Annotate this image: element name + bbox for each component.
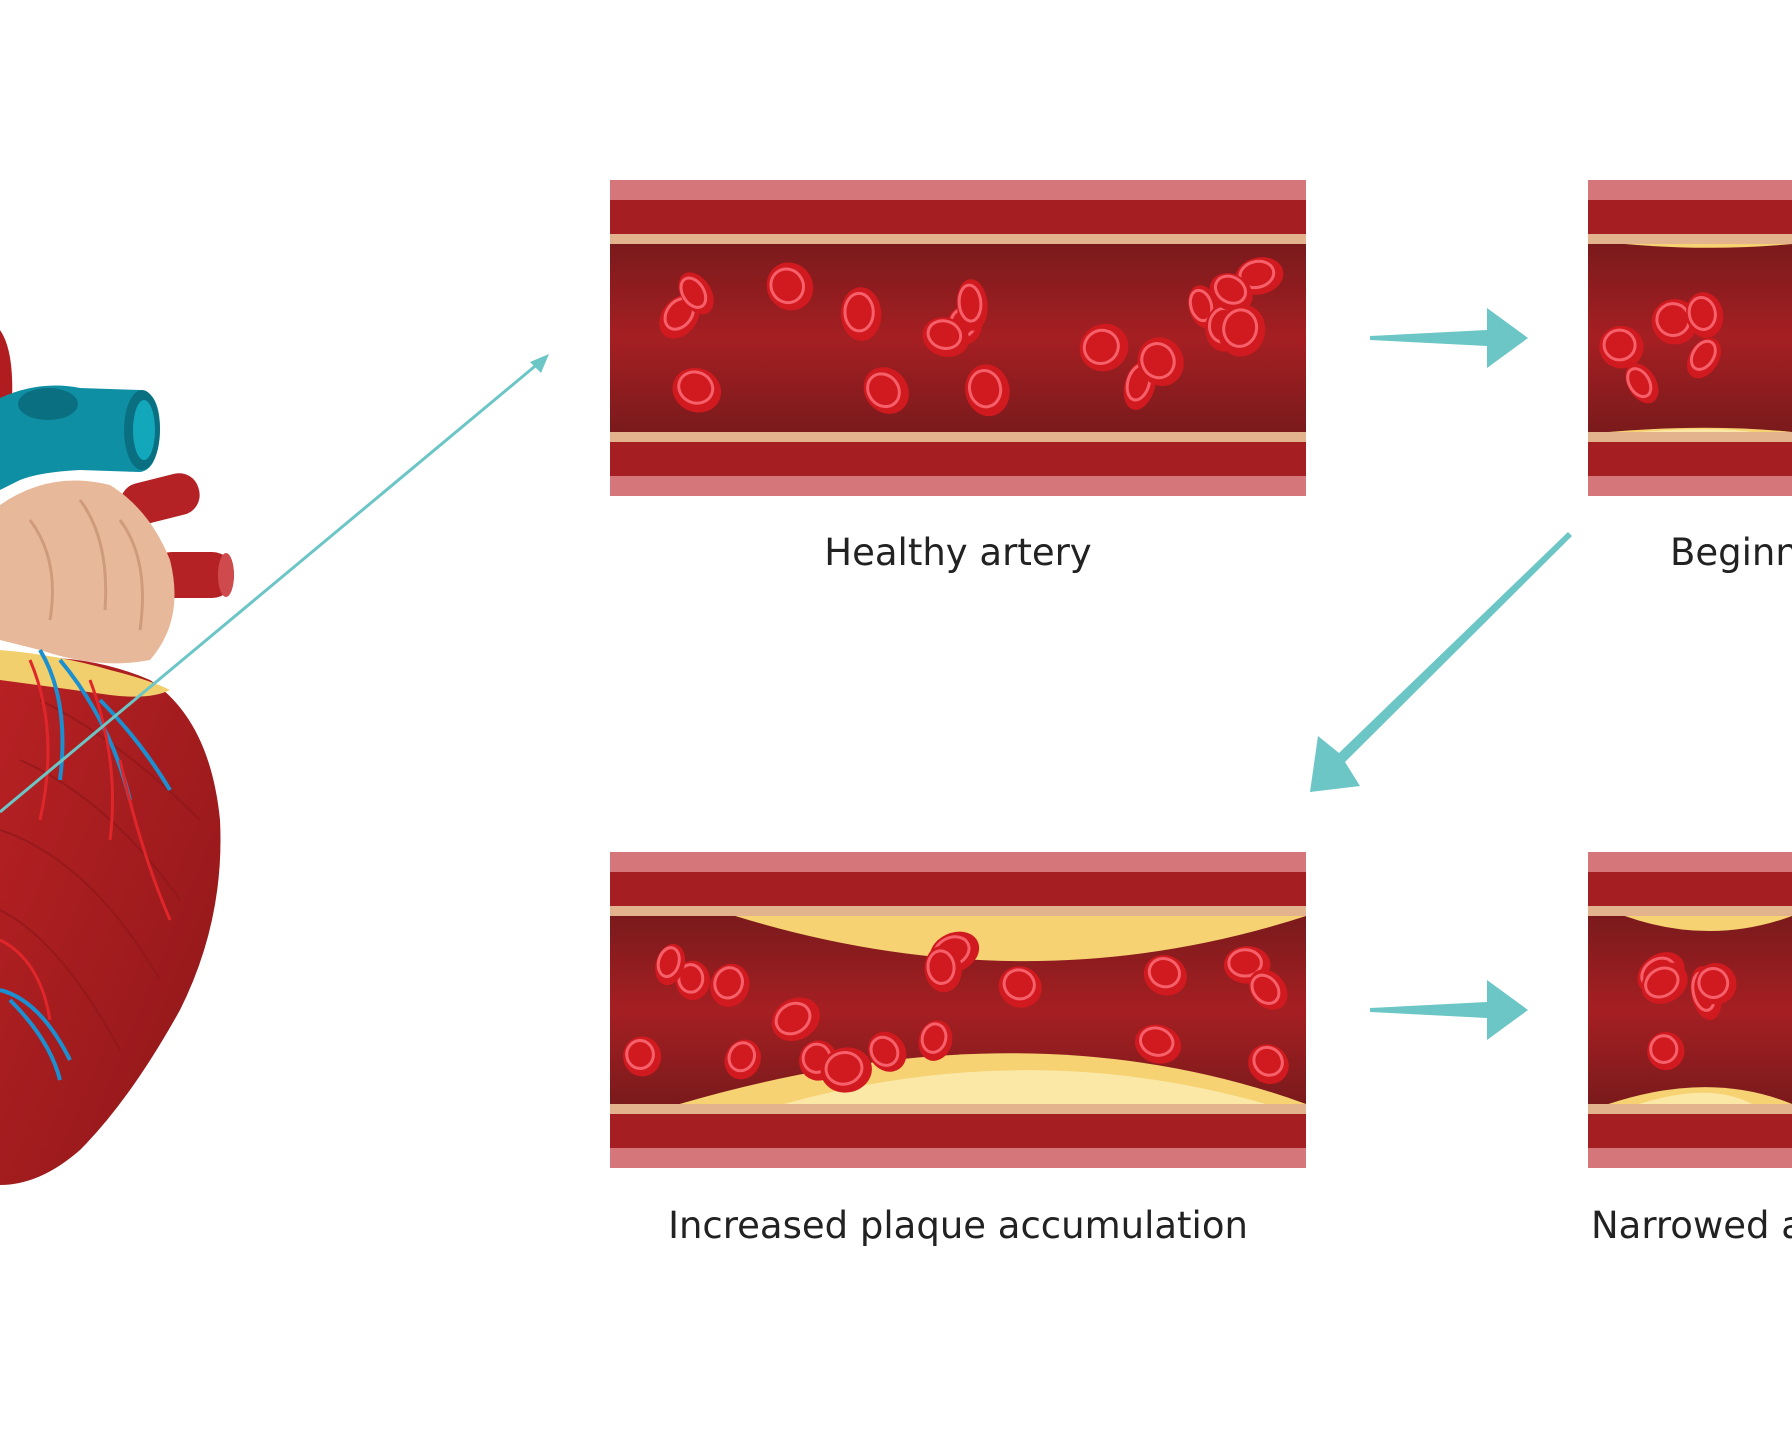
blood-cell	[1079, 323, 1129, 372]
blood-cell	[840, 287, 882, 341]
pulmonary-vessel-inner	[133, 400, 155, 460]
flow-arrow-icon	[1370, 308, 1528, 368]
blood-cell	[1218, 304, 1266, 357]
blood-cell	[766, 262, 814, 311]
artery-lining-top	[1588, 234, 1792, 244]
blood-cell	[1143, 955, 1187, 996]
caption-increased-plaque: Increased plaque accumulation	[668, 1204, 1248, 1247]
plaque-deposit-top	[1624, 244, 1792, 248]
caption-narrowed: Narrowed a	[1591, 1204, 1792, 1247]
blood-cell	[1249, 969, 1288, 1010]
coronary-fat	[0, 650, 170, 697]
artery-panel-narrowed	[1588, 852, 1792, 1168]
blood-cell	[924, 945, 962, 993]
plaque-highlight	[784, 1070, 1266, 1104]
blood-cell	[1641, 962, 1688, 1004]
artery-panel-beginning	[1588, 180, 1792, 496]
pointer-arrow-icon	[0, 354, 549, 814]
blood-cell	[956, 279, 988, 331]
blood-cell	[1248, 1044, 1289, 1084]
blood-cell	[965, 364, 1010, 417]
blood-cell	[678, 272, 714, 315]
blood-cell	[623, 1036, 662, 1077]
aorta-vessel	[0, 330, 13, 410]
blood-cell	[1625, 363, 1659, 404]
blood-cell	[918, 1020, 953, 1061]
coronary-arteries	[0, 659, 172, 1021]
blood-cell	[710, 963, 750, 1007]
blood-cell	[1599, 325, 1644, 369]
blood-cell	[1686, 338, 1722, 379]
blood-cell	[868, 1031, 907, 1072]
artery-lining-bottom	[1588, 1104, 1792, 1114]
blood-cell	[1685, 292, 1724, 338]
artery-lining-top	[610, 906, 1306, 916]
artery-lining-top	[1588, 906, 1792, 916]
caption-beginning: Beginn	[1670, 531, 1792, 574]
artery-lining-bottom	[610, 1104, 1306, 1114]
plaque-highlight	[1639, 429, 1752, 432]
artery-lining-top	[610, 234, 1306, 244]
plaque-deposit-top	[735, 916, 1306, 962]
artery-lumen	[1588, 916, 1792, 1104]
blood-cell	[1647, 1032, 1685, 1071]
artery-panel-healthy	[610, 180, 1306, 496]
flow-arrow-icon	[1370, 980, 1528, 1040]
blood-cell	[820, 1047, 872, 1093]
artery-lining-bottom	[610, 432, 1306, 442]
pulmonary-vessel-top	[18, 388, 78, 420]
blood-cell	[1695, 963, 1737, 1005]
atrium-fat	[0, 480, 175, 664]
blood-cell	[724, 1039, 761, 1080]
plaque-deposit-top	[1624, 916, 1792, 932]
blood-cell	[922, 317, 970, 357]
blood-cell	[863, 367, 909, 414]
artery-panel-increased	[610, 852, 1306, 1168]
blood-cell	[771, 997, 820, 1042]
blood-cell	[1134, 1024, 1182, 1064]
blood-cell	[1137, 337, 1184, 386]
blood-cell	[655, 943, 686, 986]
blood-cell	[998, 966, 1042, 1008]
caption-healthy-artery: Healthy artery	[824, 531, 1091, 574]
heart-illustration	[0, 330, 234, 1185]
artery-branch-end	[218, 553, 234, 597]
blood-cell	[672, 367, 722, 413]
heart-ventricle	[0, 657, 221, 1185]
artery-lining-bottom	[1588, 432, 1792, 442]
plaque-highlight	[1639, 1092, 1752, 1104]
flow-arrow-icon	[1310, 532, 1572, 792]
blood-cell	[1209, 273, 1253, 312]
